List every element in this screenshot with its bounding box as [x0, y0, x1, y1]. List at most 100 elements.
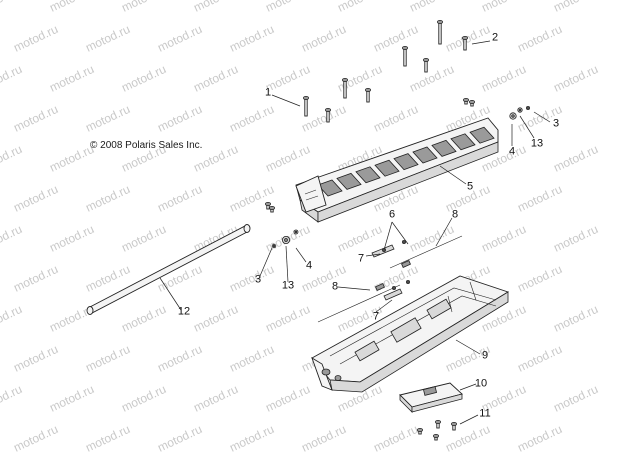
watermark-text: motod.ru	[47, 382, 96, 415]
watermark-text: motod.ru	[551, 382, 600, 415]
callout-13: 13	[530, 137, 544, 150]
nut-hole	[526, 106, 530, 110]
watermark-text: motod.ru	[551, 0, 600, 15]
watermark-text: motod.ru	[371, 422, 420, 455]
callout-1: 1	[264, 86, 272, 99]
callout-7: 7	[372, 310, 380, 323]
watermark-text: motod.ru	[11, 182, 60, 215]
rack-slat	[317, 179, 343, 197]
watermark-text: motod.ru	[119, 382, 168, 415]
watermark-text: motod.ru	[119, 62, 168, 95]
part-8-cables	[317, 235, 463, 323]
watermark-text: motod.ru	[0, 142, 24, 175]
watermark-text: motod.ru	[155, 102, 204, 135]
watermark-text: motod.ru	[407, 62, 456, 95]
rack-slat	[431, 139, 457, 157]
watermark-text: motod.ru	[0, 382, 24, 415]
callout-4: 4	[305, 259, 313, 272]
bolt	[468, 100, 475, 107]
nut-hole	[272, 244, 276, 248]
watermark-text: motod.ru	[155, 342, 204, 375]
bolt	[324, 108, 331, 123]
callout-2: 2	[491, 31, 499, 44]
part-10-latch	[399, 382, 463, 413]
watermark-text: motod.ru	[227, 102, 276, 135]
bolt	[462, 98, 469, 105]
watermark-text: motod.ru	[47, 222, 96, 255]
watermark-text: motod.ru	[227, 22, 276, 55]
watermark-text: motod.ru	[263, 382, 312, 415]
watermark-text: motod.ru	[335, 0, 384, 15]
rack-slat	[355, 166, 381, 184]
watermark-text: motod.ru	[191, 62, 240, 95]
watermark-text: motod.ru	[299, 22, 348, 55]
callout-8: 8	[451, 208, 459, 221]
watermark-text: motod.ru	[443, 422, 492, 455]
watermark-text: motod.ru	[515, 22, 564, 55]
bolt	[341, 78, 348, 99]
bolt	[436, 19, 443, 45]
bolt	[434, 419, 441, 429]
callout-4: 4	[508, 145, 516, 158]
watermark-text: motod.ru	[83, 182, 132, 215]
nut-hole	[518, 108, 522, 112]
watermark-text: motod.ru	[335, 62, 384, 95]
rack-slat	[336, 172, 362, 190]
rack-slat	[374, 159, 400, 177]
watermark-text: motod.ru	[0, 302, 24, 335]
watermark-text: motod.ru	[11, 422, 60, 455]
watermark-text: motod.ru	[155, 22, 204, 55]
watermark-text: motod.ru	[335, 222, 384, 255]
watermark-text: motod.ru	[227, 342, 276, 375]
watermark-text: motod.ru	[515, 262, 564, 295]
callout-6: 6	[388, 208, 396, 221]
watermark-text: motod.ru	[47, 0, 96, 15]
watermark-text: motod.ru	[47, 62, 96, 95]
callout-12: 12	[177, 305, 191, 318]
watermark-text: motod.ru	[227, 422, 276, 455]
rack-slat	[393, 153, 419, 171]
nut-hole	[406, 280, 410, 284]
callout-9: 9	[481, 349, 489, 362]
bolt	[432, 433, 439, 441]
watermark-text: motod.ru	[299, 422, 348, 455]
hardware-fasteners	[264, 19, 531, 441]
callout-5: 5	[466, 180, 474, 193]
nut-hole	[392, 286, 396, 290]
watermark-text: motod.ru	[227, 262, 276, 295]
watermark-text: motod.ru	[0, 62, 24, 95]
watermark-layer: motod.ru motod.ru motod.ru motod.ru motod.ru…	[0, 0, 600, 455]
bolt	[302, 96, 309, 117]
watermark-text: motod.ru	[263, 0, 312, 15]
rack-slat	[412, 146, 438, 164]
watermark-text: motod.ru	[155, 422, 204, 455]
watermark-text: motod.ru	[479, 222, 528, 255]
callout-7: 7	[357, 252, 365, 265]
watermark-text: motod.ru	[515, 422, 564, 455]
bolt	[264, 201, 271, 210]
rack-slat	[450, 133, 476, 151]
watermark-text: motod.ru	[263, 302, 312, 335]
watermark-text: motod.ru	[227, 182, 276, 215]
bolt	[461, 36, 468, 51]
watermark-text: motod.ru	[551, 62, 600, 95]
watermark-text: motod.ru	[551, 302, 600, 335]
watermark-text: motod.ru	[119, 302, 168, 335]
nut-hole	[294, 230, 298, 234]
watermark-text: motod.ru	[191, 382, 240, 415]
watermark-text: motod.ru	[83, 22, 132, 55]
watermark-text: motod.ru	[11, 102, 60, 135]
watermark-text: motod.ru	[83, 102, 132, 135]
watermark-text: motod.ru	[47, 142, 96, 175]
bolt	[422, 58, 429, 73]
callout-13: 13	[281, 279, 295, 292]
watermark-text: motod.ru	[0, 0, 24, 15]
watermark-text: motod.ru	[83, 342, 132, 375]
nut-hole	[284, 238, 288, 242]
callout-8: 8	[331, 280, 339, 293]
watermark-text: motod.ru	[0, 222, 24, 255]
part-9-lower-tray	[311, 275, 510, 393]
watermark-text: motod.ru	[407, 0, 456, 15]
watermark-text: motod.ru	[263, 142, 312, 175]
